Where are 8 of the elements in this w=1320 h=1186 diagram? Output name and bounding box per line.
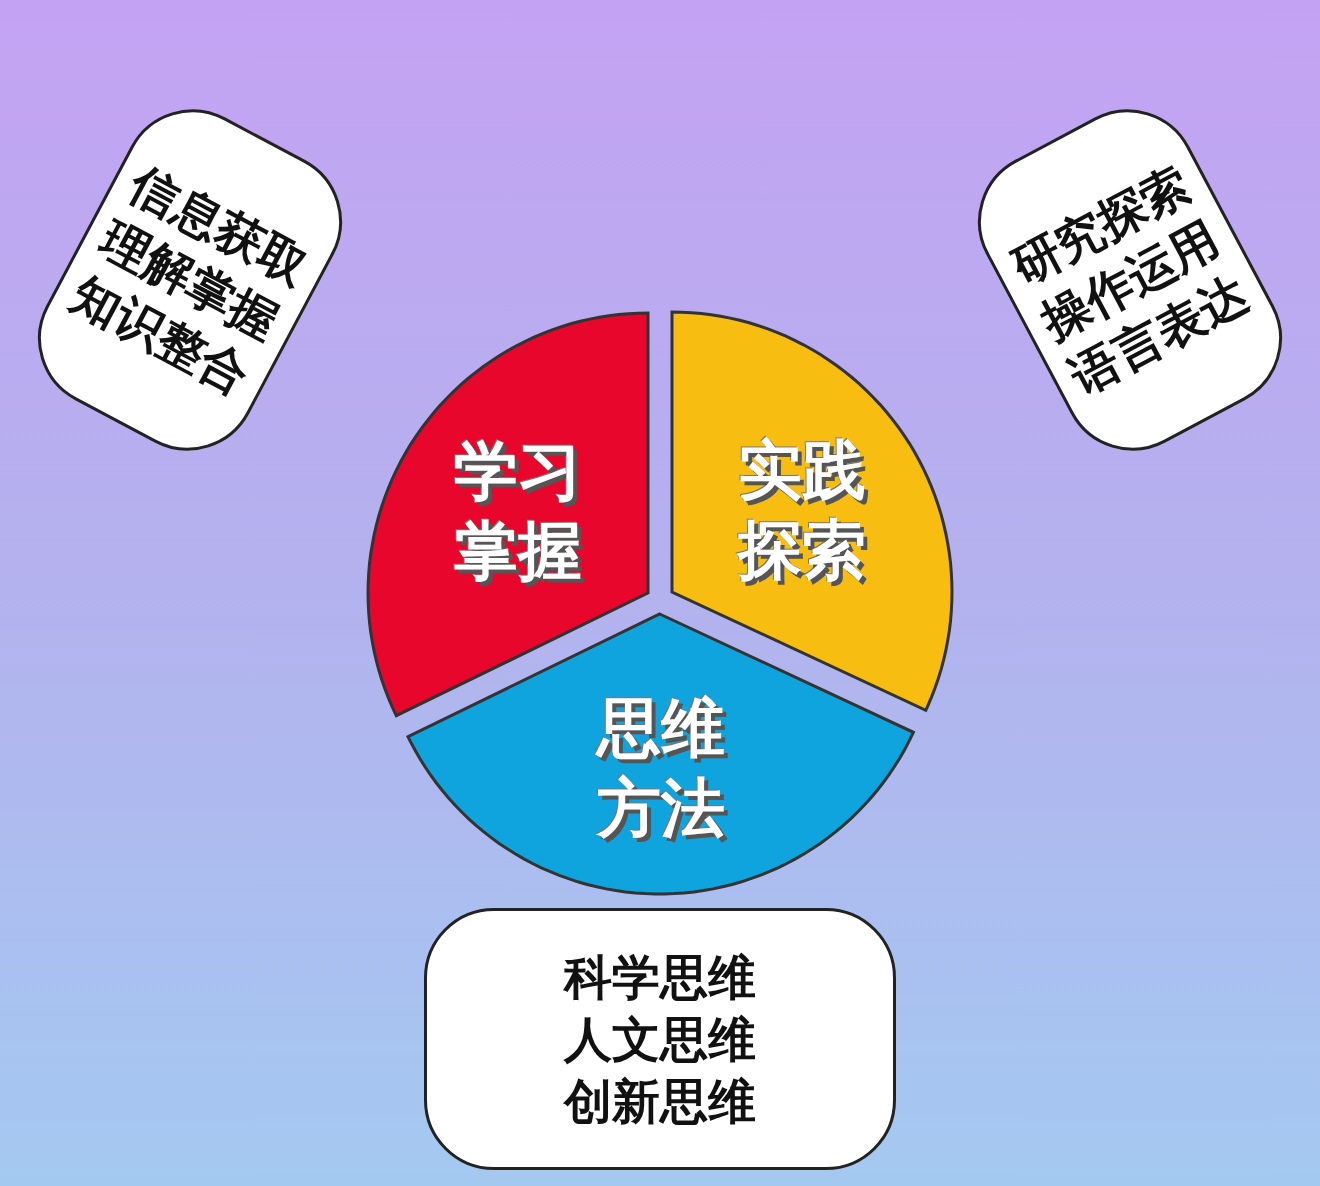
rounded-text-box bbox=[424, 908, 896, 1170]
pie-sector bbox=[408, 614, 914, 894]
sector-label: 思维方法 bbox=[594, 689, 727, 847]
list-item: 人文思维 bbox=[564, 1010, 756, 1069]
sector-label: 学习掌握 bbox=[452, 432, 583, 590]
sector-label: 实践探索 bbox=[735, 431, 867, 589]
list-item: 科学思维 bbox=[564, 948, 756, 1007]
list-item: 创新思维 bbox=[564, 1072, 756, 1131]
